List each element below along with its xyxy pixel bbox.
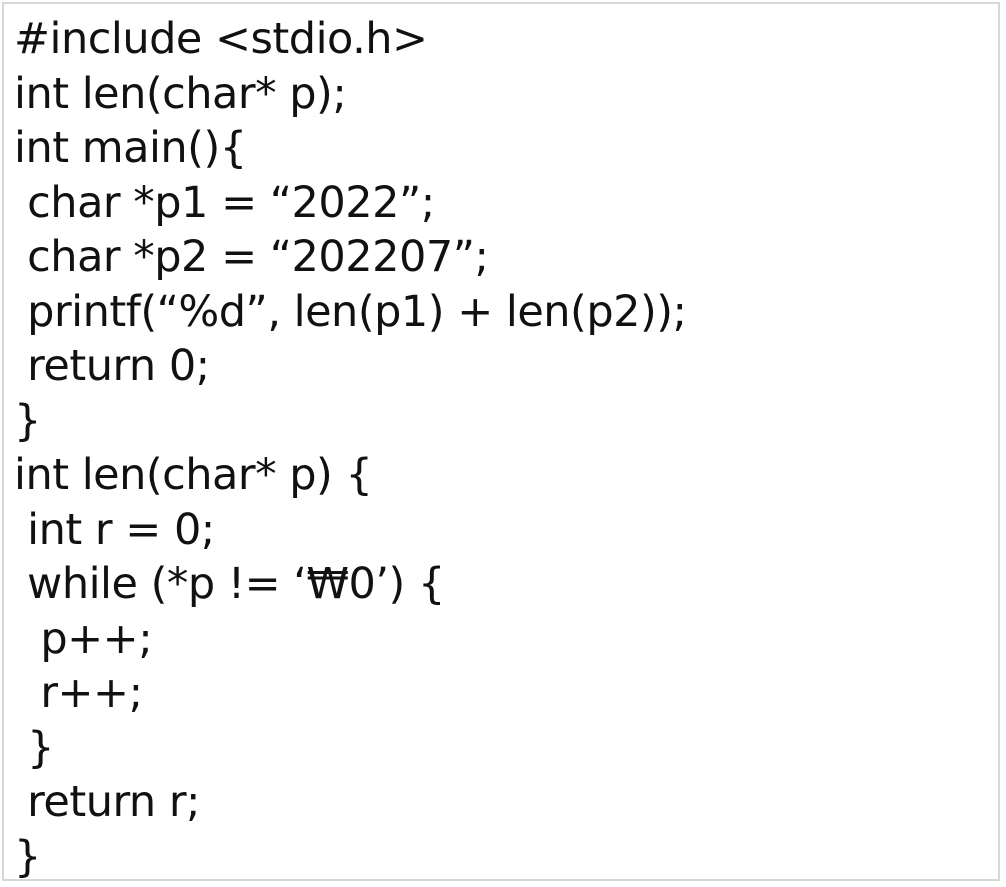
- code-line-16: }: [14, 831, 41, 882]
- code-line-15: return r;: [14, 777, 200, 827]
- code-line-13: r++;: [14, 668, 143, 718]
- code-line-14: }: [14, 722, 55, 773]
- code-line-5: char *p2 = “202207”;: [14, 232, 489, 282]
- code-line-8: }: [14, 395, 41, 446]
- code-line-2: int len(char* p);: [14, 68, 347, 119]
- code-line-11: while (*p != ‘₩0’) {: [14, 559, 445, 609]
- code-line-9: int len(char* p) {: [14, 450, 373, 500]
- code-line-4: char *p1 = “2022”;: [14, 177, 435, 228]
- code-line-6: printf(“%d”, len(p1) + len(p2));: [14, 286, 687, 337]
- code-listing: #include <stdio.h> int len(char* p); int…: [14, 12, 687, 884]
- code-line-1: #include <stdio.h>: [14, 14, 428, 64]
- code-line-12: p++;: [14, 613, 153, 664]
- code-line-10: int r = 0;: [14, 504, 215, 555]
- code-line-7: return 0;: [14, 341, 210, 391]
- code-line-3: int main(){: [14, 123, 247, 173]
